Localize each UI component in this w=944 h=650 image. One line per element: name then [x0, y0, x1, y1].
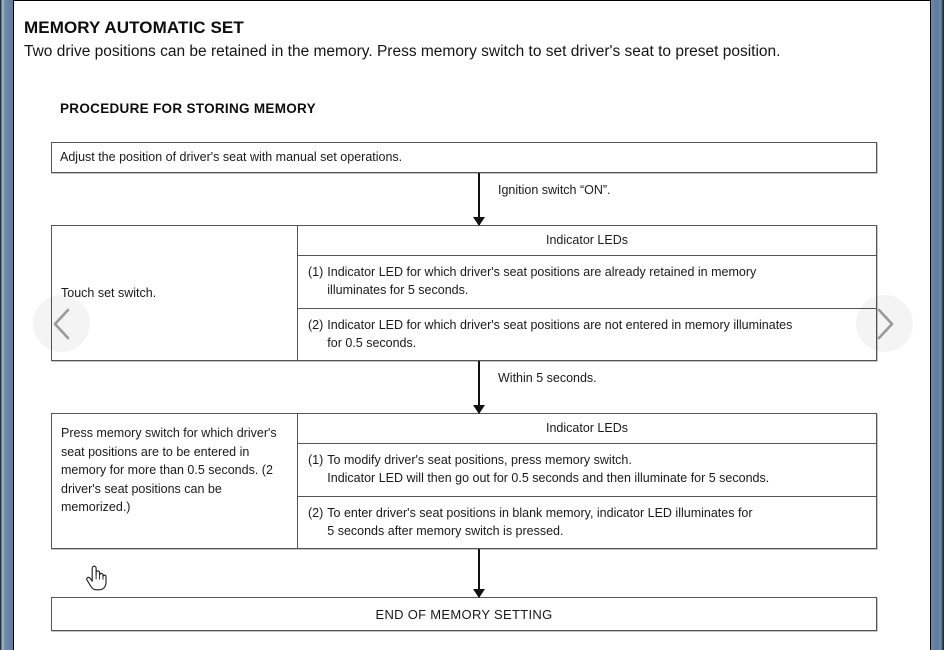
flow-step-2-led-header: Indicator LEDs — [298, 226, 876, 256]
item-text: To modify driver's seat positions, press… — [327, 451, 866, 488]
flow-step-2-action: Touch set switch. — [52, 226, 298, 360]
intro-paragraph: Two drive positions can be retained in t… — [24, 43, 781, 60]
flow-end-text: END OF MEMORY SETTING — [375, 606, 553, 622]
arrow-head-icon — [473, 589, 485, 598]
item-number: (2) — [308, 505, 324, 520]
flow-connector-3 — [51, 549, 877, 598]
item-text: To enter driver's seat positions in blan… — [327, 504, 866, 541]
viewer-left-gutter — [0, 0, 13, 650]
flow-connector-1: Ignition switch “ON”. — [51, 173, 877, 226]
flow-step-1-box: Adjust the position of driver's seat wit… — [51, 142, 877, 173]
flow-step-2-table: Touch set switch. Indicator LEDs (1) Ind… — [51, 225, 877, 361]
item-number: (2) — [308, 317, 324, 332]
arrow-head-icon — [473, 217, 485, 226]
flow-step-3-action: Press memory switch for which driver's s… — [52, 414, 298, 548]
flow-step-2-item-2: (2) Indicator LED for which driver's sea… — [298, 307, 876, 361]
document-page: MEMORY AUTOMATIC SET Two drive positions… — [14, 1, 930, 650]
procedure-flowchart: Adjust the position of driver's seat wit… — [51, 142, 877, 631]
flow-end-box: END OF MEMORY SETTING — [51, 597, 877, 631]
flow-step-3-item-1: (1) To modify driver's seat positions, p… — [298, 444, 876, 496]
connector-line — [478, 549, 480, 597]
page-top-rule — [13, 0, 931, 1]
item-text-line-2: for 0.5 seconds. — [327, 335, 417, 350]
next-page-button[interactable] — [856, 295, 913, 352]
flow-step-3-table: Press memory switch for which driver's s… — [51, 413, 877, 549]
item-text-line-1: To modify driver's seat positions, press… — [327, 453, 632, 467]
flow-connector-1-label: Ignition switch “ON”. — [498, 183, 611, 197]
flow-step-2-item-1: (1) Indicator LED for which driver's sea… — [298, 256, 876, 308]
flow-step-2-led-column: Indicator LEDs (1) Indicator LED for whi… — [298, 226, 876, 360]
item-number: (1) — [308, 453, 324, 467]
previous-page-button[interactable] — [33, 295, 90, 352]
page-left-edge — [13, 0, 14, 650]
item-text-line-1: To enter driver's seat positions in blan… — [327, 505, 753, 520]
flow-connector-2-label: Within 5 seconds. — [498, 371, 597, 385]
viewer-right-gutter — [931, 0, 944, 650]
flow-connector-2: Within 5 seconds. — [51, 361, 877, 414]
item-text-line-2: illuminates for 5 seconds. — [327, 283, 469, 298]
item-text-line-2: Indicator LED will then go out for 0.5 s… — [327, 471, 770, 486]
flow-step-3-led-header: Indicator LEDs — [298, 414, 876, 444]
arrow-head-icon — [473, 405, 485, 414]
flow-step-3-item-2: (2) To enter driver's seat positions in … — [298, 495, 876, 549]
item-text-line-2: 5 seconds after memory switch is pressed… — [327, 523, 564, 538]
item-number: (1) — [308, 265, 324, 279]
flow-step-3-led-column: Indicator LEDs (1) To modify driver's se… — [298, 414, 876, 548]
chevron-left-icon — [51, 307, 73, 341]
item-text-line-1: Indicator LED for which driver's seat po… — [327, 265, 757, 279]
item-text-line-1: Indicator LED for which driver's seat po… — [327, 317, 793, 332]
page-title: MEMORY AUTOMATIC SET — [24, 18, 244, 37]
page-right-edge — [930, 0, 931, 650]
item-text: Indicator LED for which driver's seat po… — [327, 316, 866, 353]
section-heading: PROCEDURE FOR STORING MEMORY — [60, 101, 316, 116]
connector-line — [478, 173, 480, 225]
connector-line — [478, 361, 480, 413]
flow-step-1-text: Adjust the position of driver's seat wit… — [60, 150, 403, 164]
item-text: Indicator LED for which driver's seat po… — [327, 263, 866, 300]
chevron-right-icon — [874, 307, 896, 341]
